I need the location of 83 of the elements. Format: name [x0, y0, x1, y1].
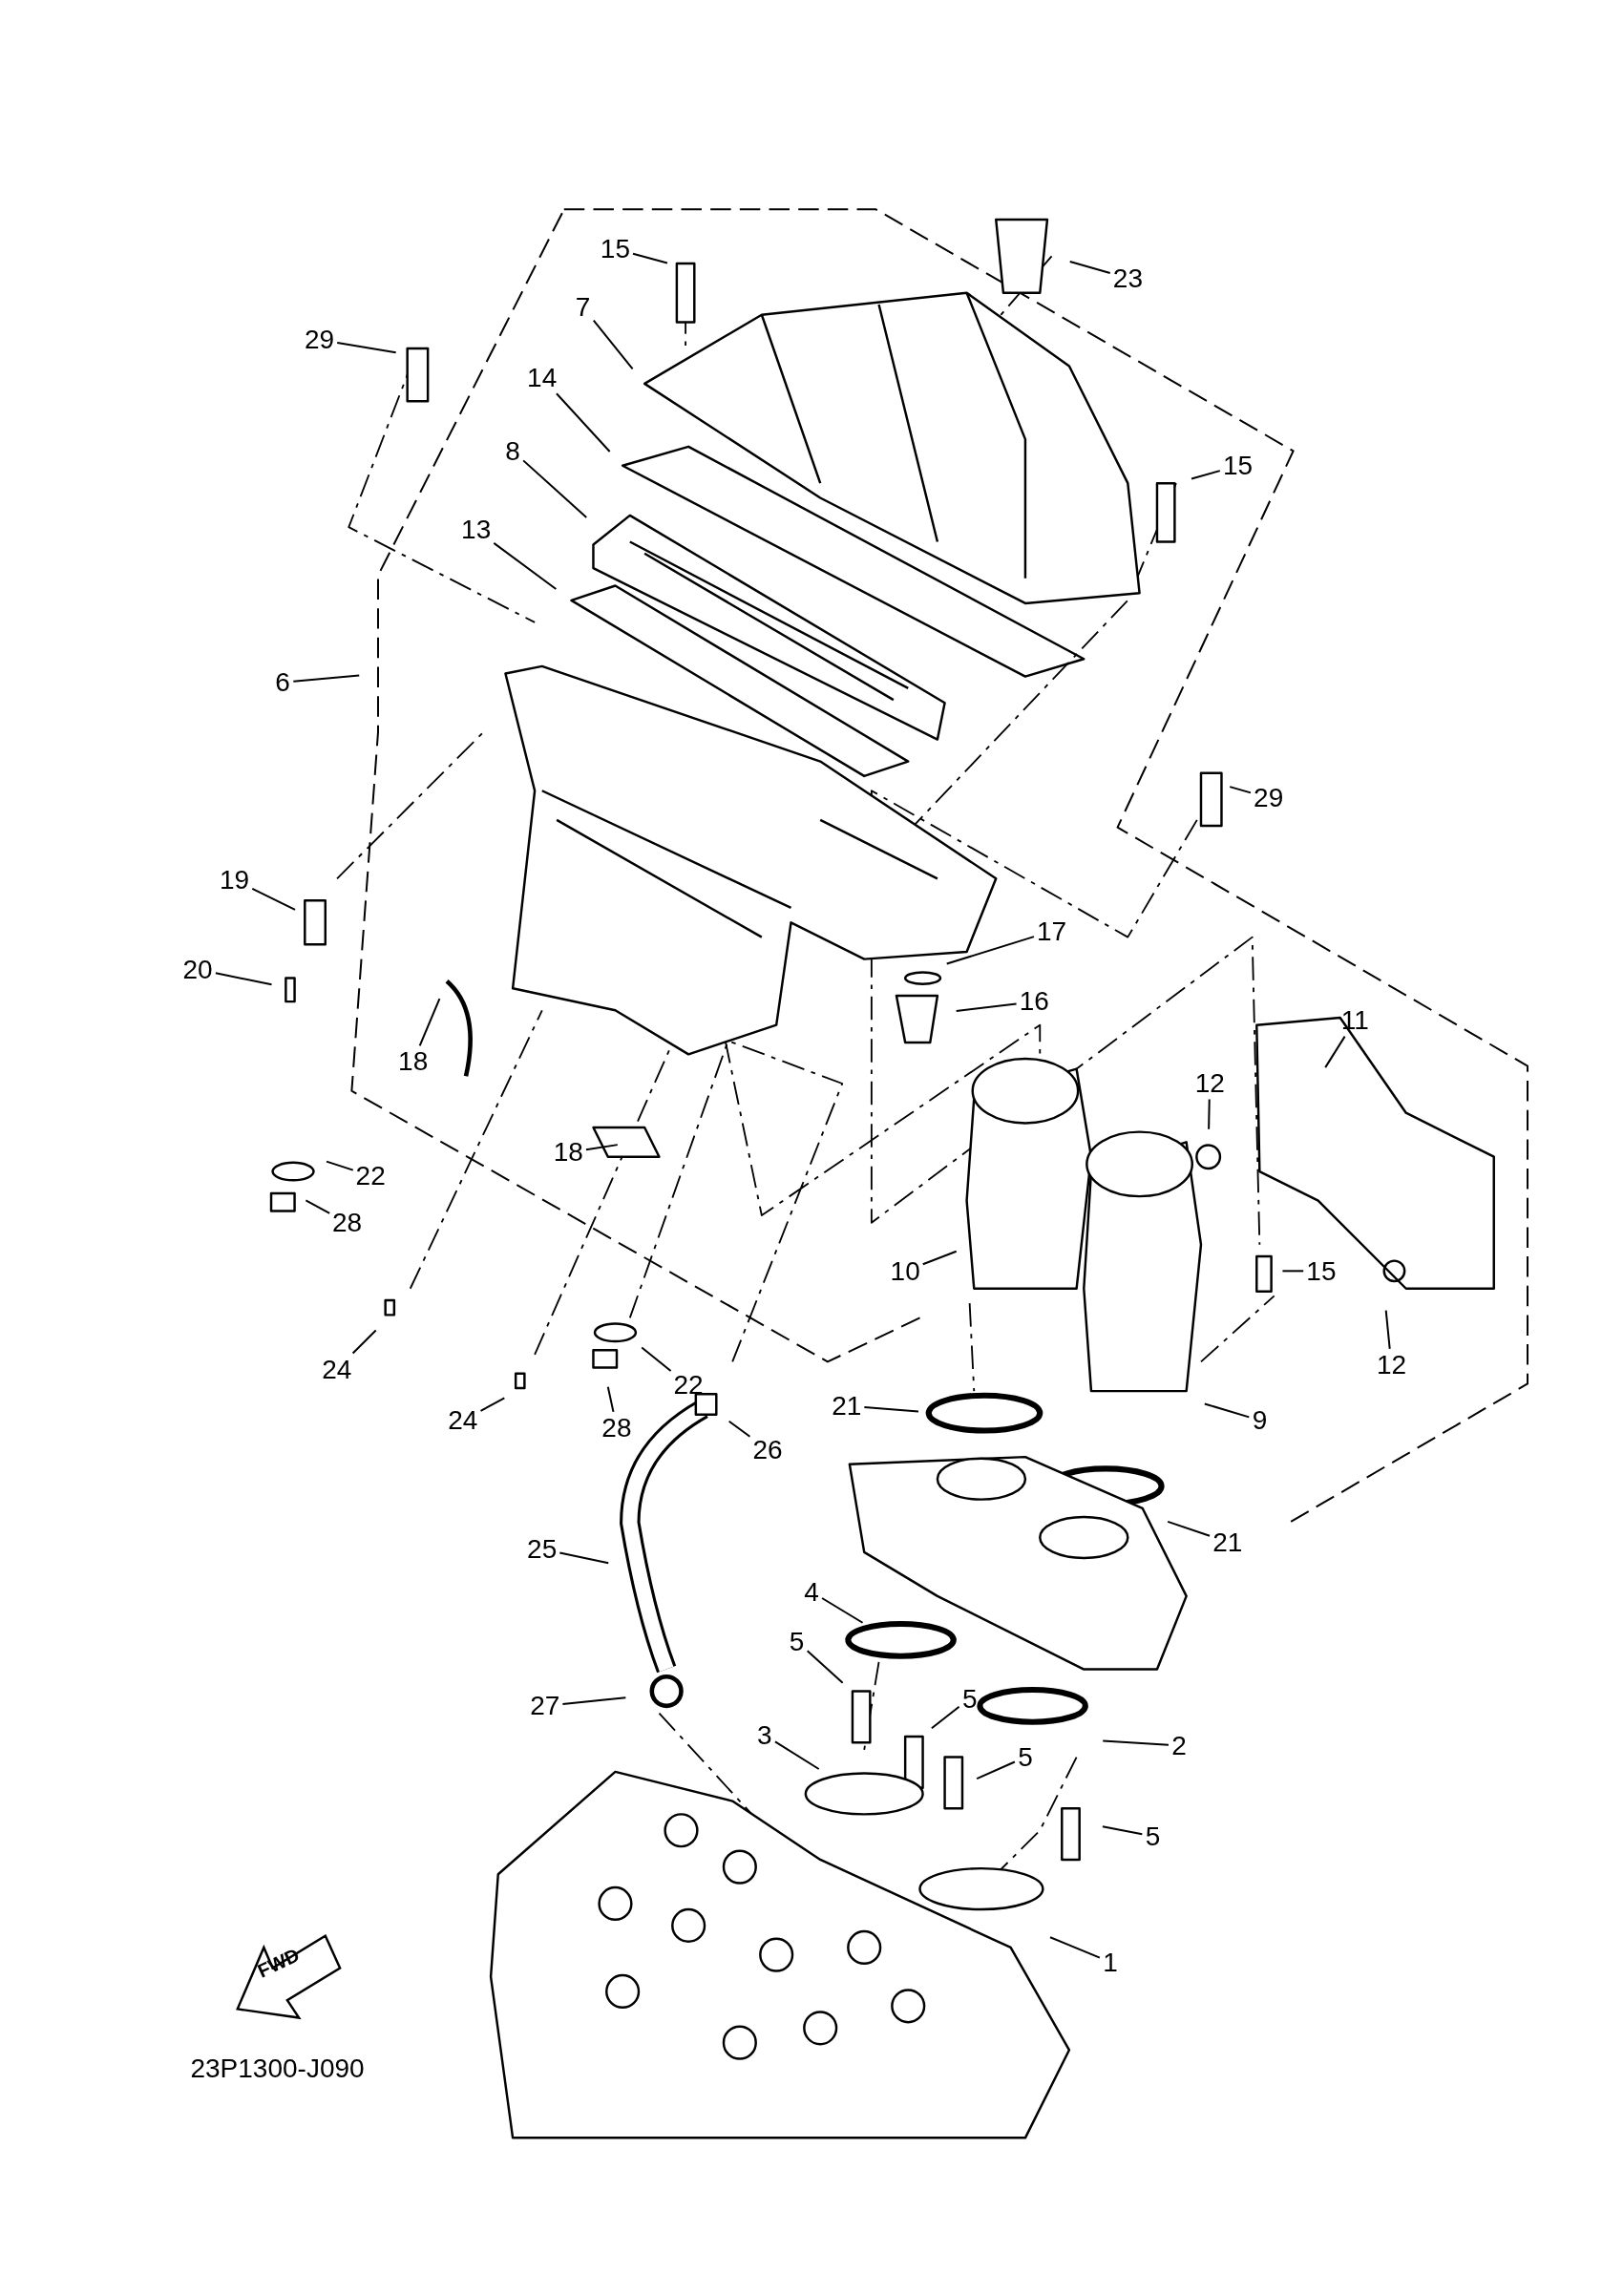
callout-number: 4: [804, 1577, 819, 1607]
callout-number: 15: [1306, 1256, 1337, 1286]
leader-line: [493, 541, 558, 591]
leader-line: [479, 1397, 506, 1412]
callout-number: 5: [1145, 1822, 1161, 1851]
callout-number: 6: [275, 667, 290, 697]
callout-number: 28: [332, 1209, 363, 1238]
callout-number: 8: [505, 436, 520, 466]
callout-number: 25: [527, 1535, 558, 1565]
callout-number: 24: [322, 1355, 352, 1384]
leader-line: [1324, 1035, 1346, 1069]
leader-line: [1068, 260, 1111, 275]
leader-line: [1203, 1402, 1251, 1419]
callout-number: 11: [1340, 1006, 1369, 1036]
leader-line: [305, 1199, 331, 1214]
leader-line: [1191, 470, 1221, 480]
leader-line: [1102, 1739, 1170, 1746]
callout-number: 18: [398, 1047, 429, 1077]
callout-number: 3: [757, 1721, 772, 1751]
callout-number: 5: [961, 1684, 978, 1714]
callout-number: 29: [304, 325, 335, 354]
leader-line: [821, 1597, 864, 1624]
leader-line: [561, 1696, 627, 1706]
leader-line: [292, 674, 361, 683]
leader-line: [955, 1002, 1018, 1012]
callout-number: 21: [1212, 1527, 1243, 1557]
leader-line: [641, 1346, 672, 1372]
leader-line: [214, 972, 273, 986]
callout-number: 1: [1103, 1948, 1118, 1977]
callout-number: 5: [789, 1627, 805, 1656]
callout-number: 24: [448, 1406, 478, 1436]
callout-number: 26: [752, 1435, 783, 1464]
callout-number: 12: [1377, 1350, 1407, 1380]
leader-line: [559, 1551, 610, 1565]
callout-number: 17: [1037, 916, 1067, 946]
callout-number: 9: [1252, 1406, 1268, 1436]
leader-line: [326, 1160, 354, 1171]
leader-line: [522, 459, 588, 518]
leader-line: [806, 1650, 844, 1684]
callout-number: 22: [355, 1162, 386, 1191]
leader-line: [351, 1329, 377, 1355]
leader-line: [1049, 1936, 1101, 1959]
leader-line: [584, 1144, 619, 1151]
callout-number: 20: [182, 955, 213, 984]
leader-line: [1101, 1825, 1144, 1836]
leader-line: [945, 936, 1035, 965]
callout-number: 21: [832, 1391, 862, 1421]
leader-line: [921, 1250, 958, 1266]
leader-line: [727, 1420, 751, 1438]
callout-number: 18: [553, 1138, 583, 1168]
leader-line: [251, 887, 297, 911]
drawing-number: 23P1300-J090: [190, 2054, 365, 2085]
leader-line: [1229, 786, 1252, 794]
leader-line: [1384, 1309, 1391, 1350]
leader-line: [1167, 1520, 1212, 1537]
leader-line: [555, 392, 611, 453]
callout-number: 14: [527, 363, 558, 392]
leader-line: [1281, 1270, 1305, 1273]
callout-number: 2: [1171, 1731, 1187, 1760]
callout-number: 16: [1019, 987, 1049, 1017]
callout-number: 29: [1254, 784, 1284, 813]
callout-number: 12: [1194, 1069, 1225, 1099]
leader-line: [336, 341, 397, 354]
leader-line: [976, 1760, 1016, 1780]
callout-number: 22: [673, 1371, 704, 1401]
leader-line: [592, 319, 634, 370]
callout-number: 10: [890, 1256, 920, 1286]
callout-number: 5: [1018, 1743, 1033, 1773]
callout-number: 23: [1112, 263, 1143, 293]
leader-line: [863, 1406, 919, 1413]
callout-number: 13: [461, 516, 492, 545]
leader-line: [606, 1385, 615, 1413]
leader-line: [930, 1705, 960, 1730]
callout-number: 15: [1222, 451, 1254, 480]
leader-line: [418, 998, 441, 1047]
callout-number: 15: [600, 234, 630, 263]
callout-number: 27: [530, 1692, 560, 1721]
callout-number: 7: [575, 293, 591, 323]
leader-line: [773, 1740, 820, 1770]
leader-line: [1208, 1098, 1211, 1130]
leader-line: [632, 252, 668, 264]
callout-number: 28: [601, 1413, 632, 1443]
callout-number: 19: [219, 866, 250, 895]
